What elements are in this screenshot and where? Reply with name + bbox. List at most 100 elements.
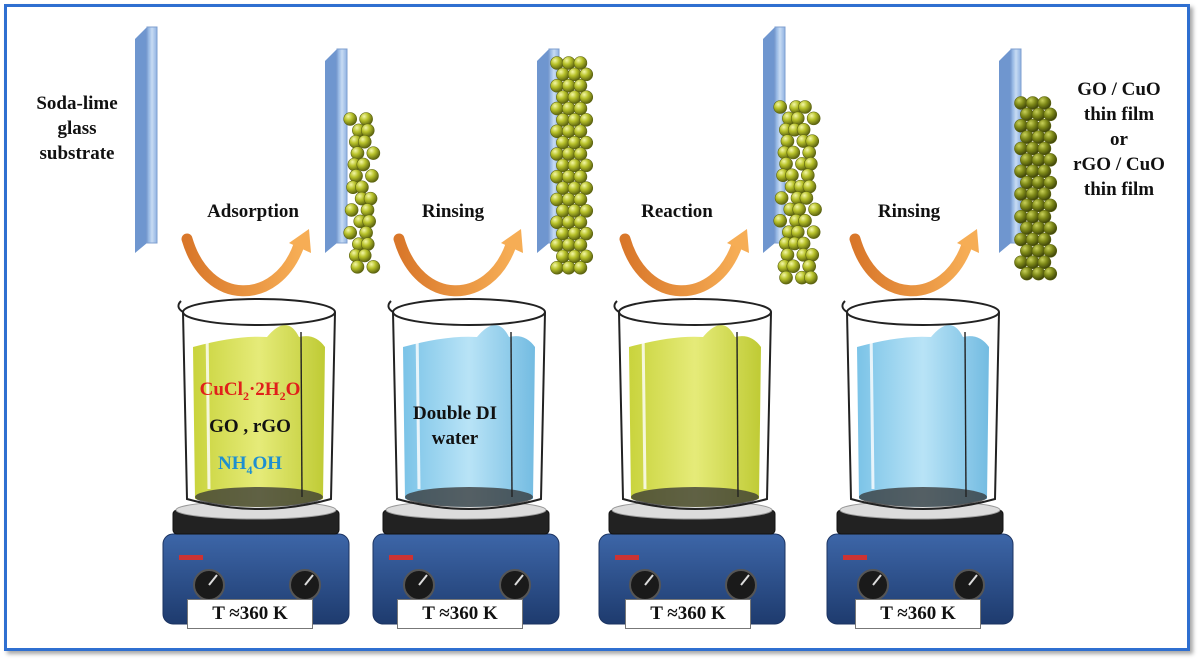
particle (1025, 232, 1040, 247)
particle (579, 90, 594, 104)
particle (790, 111, 805, 126)
particle (573, 147, 588, 161)
particle (360, 237, 375, 251)
particle (1025, 164, 1040, 179)
particle (561, 238, 576, 252)
particle-layer-thin-film (1014, 96, 1058, 281)
particle (556, 67, 570, 82)
particle (556, 181, 570, 195)
particle (1031, 198, 1046, 213)
particle (802, 259, 817, 274)
beaker-2-water-line-1: Double DI (413, 403, 497, 424)
particle (806, 111, 821, 126)
substrate-label-line-2: glass (57, 118, 97, 139)
particle (799, 191, 814, 205)
particle (773, 100, 788, 114)
particle (567, 90, 582, 104)
particle (1037, 255, 1052, 270)
particle (550, 56, 564, 70)
particle (567, 181, 582, 195)
particle (1020, 198, 1034, 213)
particle (1043, 130, 1058, 144)
particle (800, 168, 815, 183)
particle (561, 124, 576, 139)
particle (1014, 232, 1028, 247)
particle (790, 225, 805, 239)
particle (773, 213, 788, 228)
station-2 (372, 298, 560, 625)
station-3 (598, 298, 786, 625)
particle (550, 101, 564, 116)
particle (573, 192, 588, 207)
particle (1014, 187, 1028, 201)
particle (556, 226, 570, 241)
particle (579, 181, 594, 195)
particle (362, 214, 376, 229)
particle (805, 248, 820, 262)
process-diagram (135, 26, 1058, 625)
particle (1031, 130, 1046, 144)
beaker-2-water-label: Double DI water (395, 401, 515, 451)
particle (1020, 221, 1034, 235)
particle (1031, 175, 1046, 190)
particle (579, 67, 594, 82)
particle (573, 215, 588, 230)
particle (1025, 96, 1040, 110)
particle (1031, 153, 1046, 167)
particle (804, 270, 818, 285)
particle (579, 204, 594, 218)
particle (567, 135, 582, 150)
particle (1031, 266, 1046, 281)
beaker-2 (387, 298, 546, 510)
particle (363, 191, 378, 206)
particle (579, 113, 594, 127)
arrow-rinsing-1 (393, 229, 523, 297)
particle (561, 101, 576, 116)
particle (360, 123, 375, 138)
particle (1037, 141, 1052, 156)
particle (550, 124, 564, 139)
particle (343, 112, 358, 126)
particle (1037, 164, 1052, 179)
particle (1043, 221, 1058, 235)
particle (356, 157, 371, 172)
particle (344, 203, 359, 217)
particle (366, 260, 381, 274)
particle (567, 67, 582, 82)
particle (1043, 266, 1058, 281)
product-label-line-5: thin film (1083, 179, 1155, 200)
particle (556, 249, 570, 264)
particle (792, 202, 806, 217)
particle (806, 225, 821, 239)
particle (1031, 221, 1046, 235)
particle (343, 225, 358, 240)
particle (1020, 130, 1034, 144)
particle (550, 238, 564, 252)
particle (798, 213, 812, 228)
substrate-label-line-1: Soda-lime (36, 93, 118, 114)
particle (573, 101, 588, 116)
particle (561, 215, 576, 230)
particle-layer-rinsed (550, 56, 594, 275)
substrate-slide-1 (135, 26, 158, 253)
particle (579, 135, 594, 150)
particle (567, 158, 582, 173)
particle (561, 56, 576, 70)
particle (1025, 187, 1040, 201)
particle (357, 248, 372, 263)
particle (360, 203, 375, 217)
particle (556, 135, 570, 150)
beaker-1 (177, 298, 336, 510)
step-label-reaction: Reaction (641, 201, 713, 222)
particle (573, 169, 588, 184)
particle (579, 158, 594, 173)
product-label-line-4: rGO / CuO (1073, 154, 1165, 175)
particle (550, 78, 564, 93)
substrate-label: Soda-lime glass substrate (29, 91, 125, 166)
temperature-box-1: T ≈360 K (187, 599, 313, 629)
beaker-4 (841, 298, 1000, 510)
particle (779, 157, 793, 171)
arrow-rinsing-2 (849, 229, 979, 297)
diagram-frame: Soda-lime glass substrate Adsorption Rin… (4, 4, 1190, 651)
particle (1043, 175, 1058, 190)
